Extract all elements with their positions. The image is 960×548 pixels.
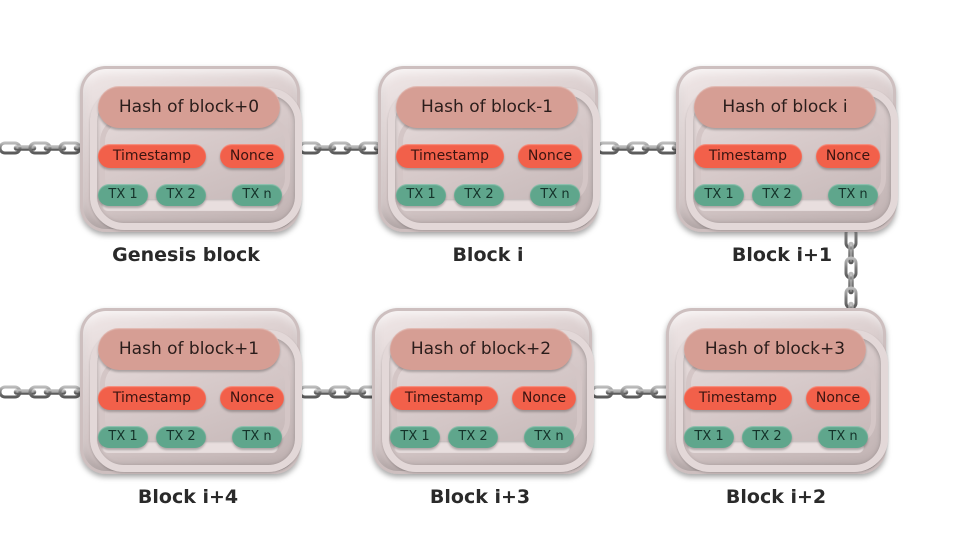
chain-link bbox=[313, 145, 337, 151]
hash-field: Hash of block+2 bbox=[390, 328, 572, 370]
tx-1: TX 1 bbox=[390, 426, 440, 448]
chain-link bbox=[656, 141, 680, 155]
chain-link bbox=[43, 389, 67, 395]
hash-field: Hash of block+1 bbox=[98, 328, 280, 370]
chain-link bbox=[343, 145, 367, 151]
nonce-field: Nonce bbox=[518, 144, 582, 168]
chain-link bbox=[343, 389, 367, 395]
nonce-field: Nonce bbox=[806, 386, 870, 410]
block-genesis: Hash of block+0 Timestamp Nonce TX 1 TX … bbox=[80, 66, 302, 232]
chain-link bbox=[611, 145, 635, 151]
tx-2: TX 2 bbox=[448, 426, 498, 448]
hash-field: Hash of block i bbox=[694, 86, 876, 128]
chain-link bbox=[626, 141, 650, 155]
chain-link bbox=[298, 141, 322, 155]
tx-1: TX 1 bbox=[98, 426, 148, 448]
chain-link bbox=[28, 385, 52, 399]
tx-2: TX 2 bbox=[752, 184, 802, 206]
tx-2: TX 2 bbox=[156, 426, 206, 448]
block-label: Block i+3 bbox=[429, 486, 531, 508]
chain-link bbox=[635, 389, 659, 395]
tx-n: TX n bbox=[232, 184, 282, 206]
chain-link bbox=[313, 389, 337, 395]
tx-2: TX 2 bbox=[454, 184, 504, 206]
chain-link bbox=[844, 256, 858, 280]
block-label: Block i+2 bbox=[725, 486, 827, 508]
tx-1: TX 1 bbox=[684, 426, 734, 448]
chain-link bbox=[328, 141, 352, 155]
chain-link bbox=[844, 286, 858, 310]
block-i-plus-2: Hash of block+3 Timestamp Nonce TX 1 TX … bbox=[666, 308, 888, 474]
tx-n: TX n bbox=[232, 426, 282, 448]
nonce-field: Nonce bbox=[816, 144, 880, 168]
chain-link bbox=[28, 141, 52, 155]
chain-link bbox=[0, 385, 22, 399]
chain-link bbox=[848, 271, 854, 295]
tx-1: TX 1 bbox=[396, 184, 446, 206]
chain-link bbox=[13, 389, 37, 395]
tx-2: TX 2 bbox=[156, 184, 206, 206]
chain-link bbox=[13, 145, 37, 151]
hash-field: Hash of block+3 bbox=[684, 328, 866, 370]
timestamp-field: Timestamp bbox=[684, 386, 792, 410]
block-i-plus-1: Hash of block i Timestamp Nonce TX 1 TX … bbox=[676, 66, 898, 232]
tx-2: TX 2 bbox=[742, 426, 792, 448]
tx-1: TX 1 bbox=[98, 184, 148, 206]
hash-field: Hash of block+0 bbox=[98, 86, 280, 128]
tx-n: TX n bbox=[524, 426, 574, 448]
nonce-field: Nonce bbox=[220, 386, 284, 410]
timestamp-field: Timestamp bbox=[98, 386, 206, 410]
timestamp-field: Timestamp bbox=[694, 144, 802, 168]
block-label: Block i+4 bbox=[137, 486, 239, 508]
chain-link bbox=[620, 385, 644, 399]
timestamp-field: Timestamp bbox=[390, 386, 498, 410]
block-i-plus-4: Hash of block+1 Timestamp Nonce TX 1 TX … bbox=[80, 308, 302, 474]
chain-link bbox=[596, 141, 620, 155]
tx-1: TX 1 bbox=[694, 184, 744, 206]
tx-n: TX n bbox=[828, 184, 878, 206]
chain-link bbox=[848, 241, 854, 265]
chain-link bbox=[58, 141, 82, 155]
chain-link bbox=[298, 385, 322, 399]
block-i-plus-3: Hash of block+2 Timestamp Nonce TX 1 TX … bbox=[372, 308, 594, 474]
chain-link bbox=[605, 389, 629, 395]
tx-n: TX n bbox=[530, 184, 580, 206]
chain-link bbox=[58, 385, 82, 399]
nonce-field: Nonce bbox=[220, 144, 284, 168]
hash-field: Hash of block-1 bbox=[396, 86, 578, 128]
chain-link bbox=[641, 145, 665, 151]
tx-n: TX n bbox=[818, 426, 868, 448]
chain-link bbox=[358, 141, 382, 155]
chain-link bbox=[0, 141, 22, 155]
block-label: Block i bbox=[452, 244, 524, 266]
timestamp-field: Timestamp bbox=[98, 144, 206, 168]
block-label: Block i+1 bbox=[731, 244, 833, 266]
block-i: Hash of block-1 Timestamp Nonce TX 1 TX … bbox=[378, 66, 600, 232]
chain-link bbox=[590, 385, 614, 399]
block-label: Genesis block bbox=[112, 244, 260, 266]
timestamp-field: Timestamp bbox=[396, 144, 504, 168]
nonce-field: Nonce bbox=[512, 386, 576, 410]
chain-link bbox=[328, 385, 352, 399]
chain-link bbox=[43, 145, 67, 151]
